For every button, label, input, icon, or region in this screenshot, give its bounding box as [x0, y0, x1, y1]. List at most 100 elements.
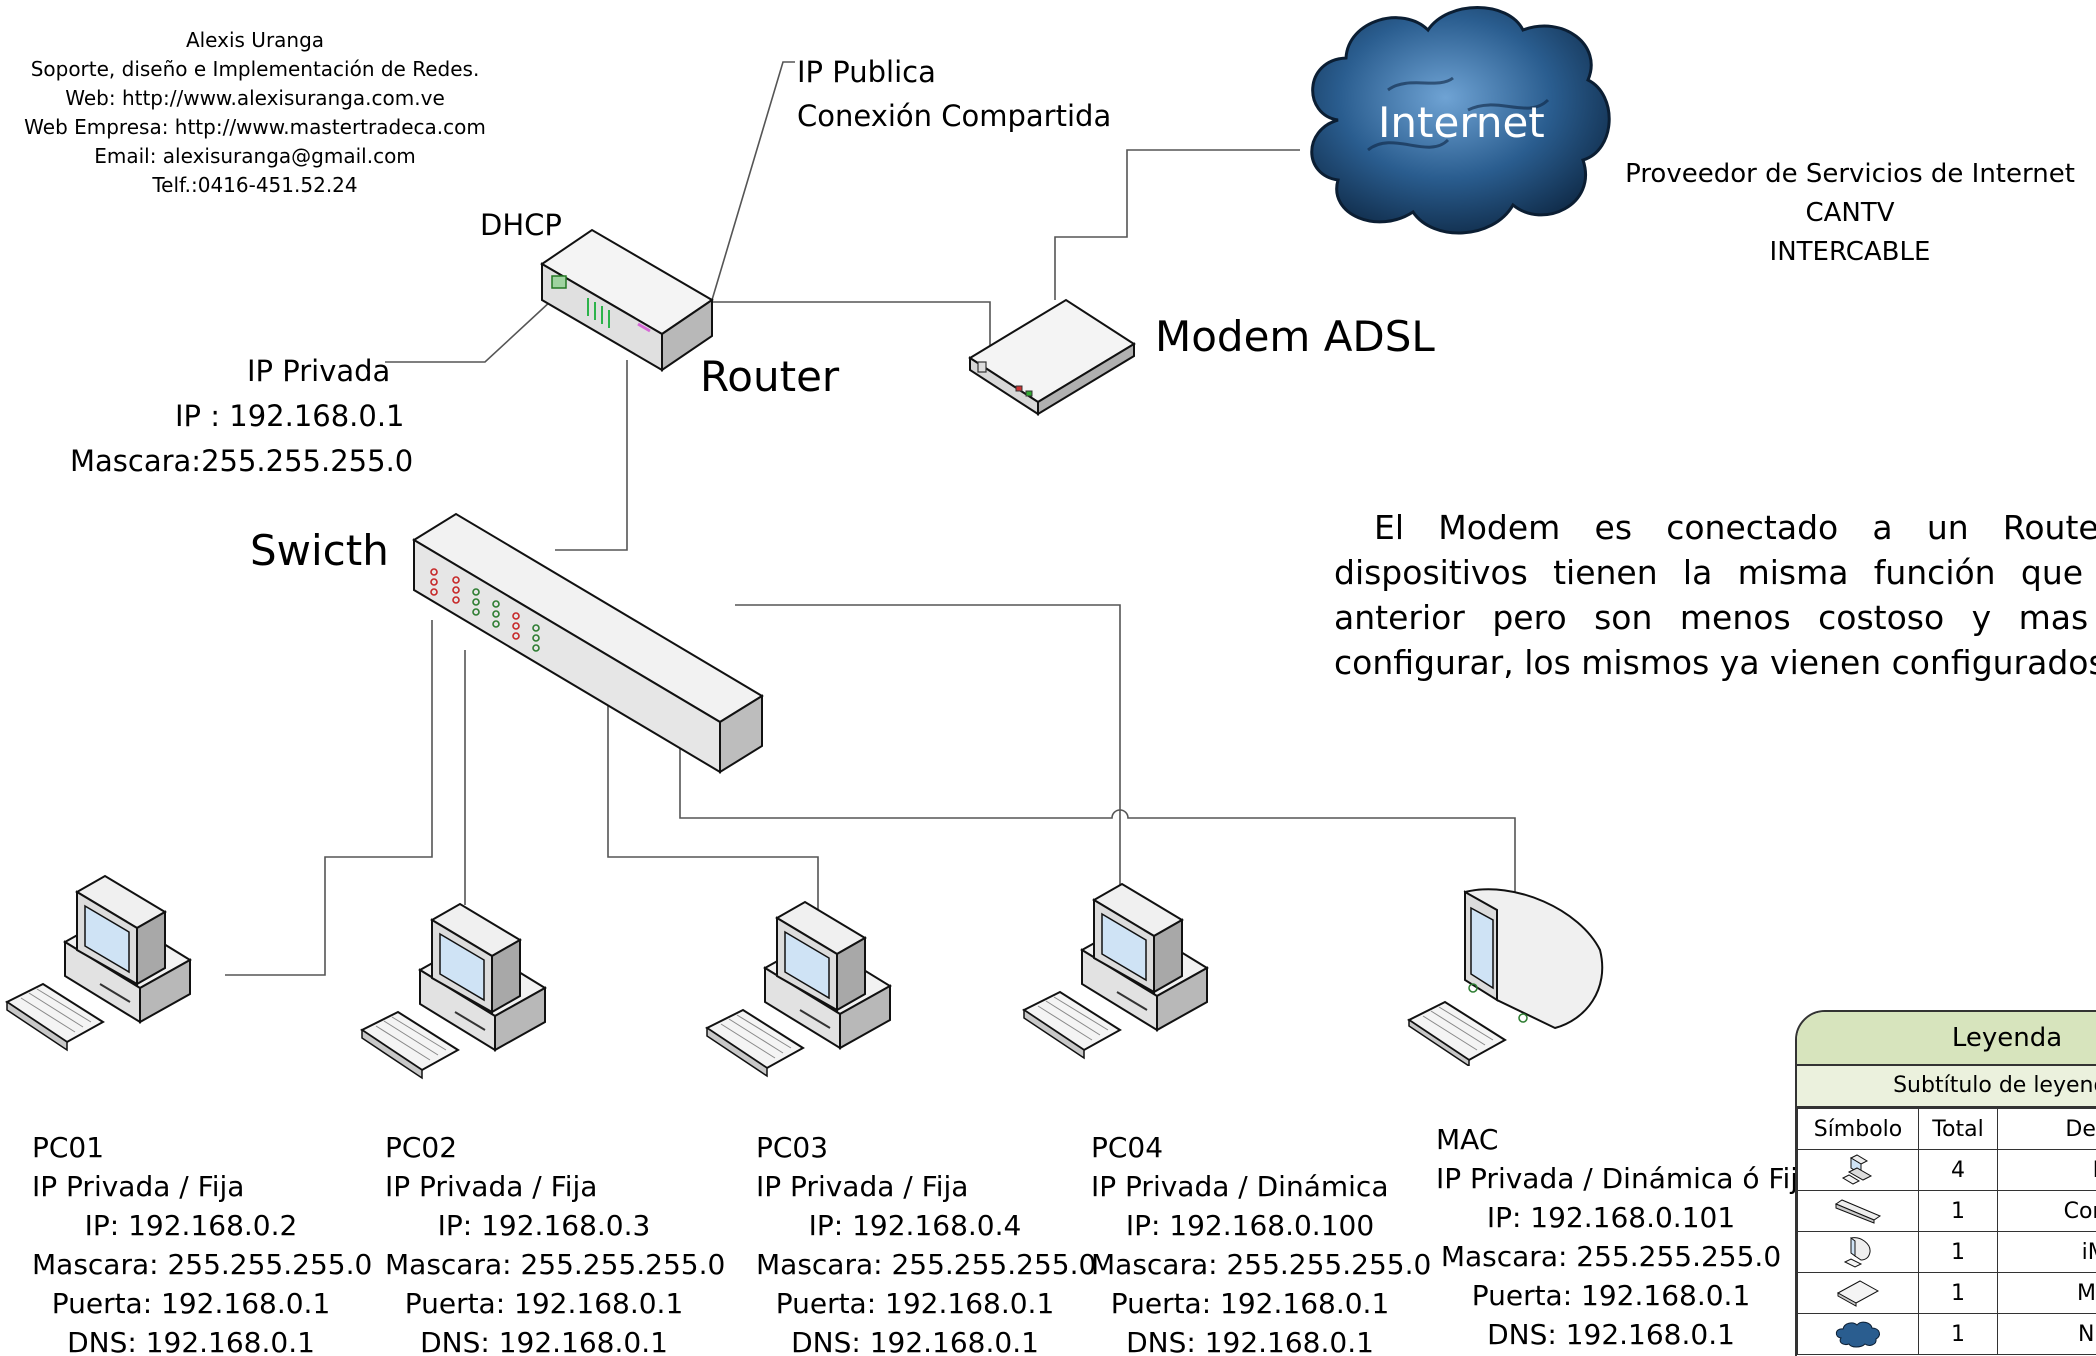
legend-col-description: Descrip	[1997, 1108, 2096, 1150]
legend-cloud-total: 1	[1918, 1313, 1998, 1355]
pc04-ip: IP: 192.168.0.100	[1125, 1209, 1375, 1242]
pc01-gateway: Puerta: 192.168.0.1	[51, 1287, 331, 1320]
mac-info: MAC IP Privada / Dinámica ó Fija IP: 192…	[1436, 1120, 1816, 1354]
isp-intercable: INTERCABLE	[1769, 237, 1931, 267]
pc04-name: PC04	[1091, 1131, 1164, 1164]
pc01-info: PC01 IP Privada / Fija IP: 192.168.0.2 M…	[32, 1128, 373, 1356]
author-phone: Telf.:0416-451.52.24	[152, 173, 358, 197]
modem-icon	[968, 298, 1136, 416]
author-web-empresa: Web Empresa: http://www.mastertradeca.co…	[24, 115, 486, 139]
wire-switch-pc01	[225, 620, 433, 976]
wire-modem-internet	[1054, 149, 1300, 300]
internet-label: Internet	[1378, 98, 1545, 147]
router-mask-label: Mascara:255.255.255.0	[70, 444, 414, 478]
wire-switch-pc04	[735, 604, 1121, 888]
pc03-info: PC03 IP Privada / Fija IP: 192.168.0.4 M…	[756, 1128, 1096, 1356]
pc03-gateway: Puerta: 192.168.0.1	[775, 1287, 1055, 1320]
legend-col-symbol: Símbolo	[1797, 1108, 1919, 1150]
pc02-dns: DNS: 192.168.0.1	[420, 1326, 668, 1356]
router-label: Router	[700, 352, 840, 401]
cloud-icon	[1310, 6, 1611, 235]
isp-title: Proveedor de Servicios de Internet	[1625, 159, 2075, 189]
pc03-dns: DNS: 192.168.0.1	[791, 1326, 1039, 1356]
wire-switch-mac	[679, 720, 1516, 900]
pc01-dns: DNS: 192.168.0.1	[67, 1326, 315, 1356]
author-role: Soporte, diseño e Implementación de Rede…	[30, 57, 480, 81]
legend-cloud-icon	[1797, 1313, 1919, 1355]
legend-subtitle: Subtítulo de leyenda	[1797, 1066, 2096, 1108]
mac-gateway: Puerta: 192.168.0.1	[1471, 1279, 1751, 1312]
pc03-icon	[705, 900, 892, 1078]
wire-router-modem	[712, 301, 991, 348]
legend-imac-description: iMac	[1997, 1231, 2096, 1273]
legend-modem-total: 1	[1918, 1272, 1998, 1314]
pc01-type: IP Privada / Fija	[32, 1170, 245, 1203]
callout-ip-privada	[385, 299, 553, 363]
imac-icon	[1407, 888, 1604, 1066]
callout-ip-publica	[711, 61, 795, 301]
pc02-type: IP Privada / Fija	[385, 1170, 598, 1203]
pc01-mask: Mascara: 255.255.255.0	[32, 1248, 373, 1281]
conexion-compartida-label: Conexión Compartida	[797, 99, 1112, 133]
pc03-type: IP Privada / Fija	[756, 1170, 969, 1203]
pc04-icon	[1022, 882, 1209, 1060]
legend-modem-description: Móde	[1997, 1272, 2096, 1314]
legend-switch-total: 1	[1918, 1190, 1998, 1232]
legend-pc-total: 4	[1918, 1149, 1998, 1191]
legend-cloud-description: Nube	[1997, 1313, 2096, 1355]
pc02-name: PC02	[385, 1131, 458, 1164]
switch-icon	[412, 512, 764, 774]
description-text: El Modem es conectado a un Router es dis…	[1334, 508, 2096, 682]
legend-pc-icon	[1797, 1149, 1919, 1191]
isp-cantv: CANTV	[1805, 198, 1895, 228]
legend-pc-description: PC	[1997, 1149, 2096, 1191]
pc01-name: PC01	[32, 1131, 105, 1164]
pc01-ip: IP: 192.168.0.2	[84, 1209, 298, 1242]
pc02-icon	[360, 902, 547, 1080]
isp-info: Proveedor de Servicios de Internet CANTV…	[1620, 155, 2080, 272]
switch-label: Swicth	[250, 526, 389, 575]
legend-imac-total: 1	[1918, 1231, 1998, 1273]
wire-switch-pc03	[607, 700, 819, 918]
pc02-gateway: Puerta: 192.168.0.1	[404, 1287, 684, 1320]
pc04-type: IP Privada / Dinámica	[1091, 1170, 1389, 1203]
legend-modem-icon	[1797, 1272, 1919, 1314]
legend-header-row: Símbolo Total Descrip	[1797, 1108, 2096, 1150]
mac-type: IP Privada / Dinámica ó Fija	[1436, 1162, 1816, 1195]
legend-row: 1 Móde	[1797, 1272, 2096, 1314]
author-email: Email: alexisuranga@gmail.com	[94, 144, 416, 168]
author-info: Alexis Uranga Soporte, diseño e Implemen…	[0, 26, 510, 200]
mac-name: MAC	[1436, 1123, 1499, 1156]
pc04-mask: Mascara: 255.255.255.0	[1091, 1248, 1432, 1281]
legend-switch-description: Conmut	[1997, 1190, 2096, 1232]
pc04-dns: DNS: 192.168.0.1	[1126, 1326, 1374, 1356]
wire-router-switch	[555, 360, 628, 551]
author-web: Web: http://www.alexisuranga.com.ve	[65, 86, 445, 110]
modem-label: Modem ADSL	[1155, 312, 1435, 361]
pc02-mask: Mascara: 255.255.255.0	[385, 1248, 726, 1281]
mac-dns: DNS: 192.168.0.1	[1487, 1318, 1735, 1351]
legend-imac-icon	[1797, 1231, 1919, 1273]
legend-switch-icon	[1797, 1190, 1919, 1232]
legend: Leyenda Subtítulo de leyenda Símbolo Tot…	[1795, 1010, 2096, 1356]
pc02-info: PC02 IP Privada / Fija IP: 192.168.0.3 M…	[385, 1128, 726, 1356]
pc03-name: PC03	[756, 1131, 829, 1164]
dhcp-label: DHCP	[480, 208, 562, 242]
pc03-ip: IP: 192.168.0.4	[808, 1209, 1022, 1242]
mac-mask: Mascara: 255.255.255.0	[1440, 1240, 1782, 1273]
legend-col-total: Total	[1918, 1108, 1998, 1150]
author-name: Alexis Uranga	[185, 28, 325, 52]
mac-ip: IP: 192.168.0.101	[1486, 1201, 1736, 1234]
pc04-info: PC04 IP Privada / Dinámica IP: 192.168.0…	[1091, 1128, 1432, 1356]
pc04-gateway: Puerta: 192.168.0.1	[1110, 1287, 1390, 1320]
pc01-icon	[5, 874, 192, 1052]
legend-row: 1 Nube	[1797, 1313, 2096, 1355]
legend-row: 1 iMac	[1797, 1231, 2096, 1273]
legend-table: Símbolo Total Descrip 4 PC 1 Conmut	[1797, 1108, 2096, 1355]
ip-privada-label: IP Privada	[247, 354, 391, 388]
ip-publica-label: IP Publica	[797, 55, 936, 89]
legend-title: Leyenda	[1797, 1012, 2096, 1066]
router-icon	[540, 228, 714, 372]
